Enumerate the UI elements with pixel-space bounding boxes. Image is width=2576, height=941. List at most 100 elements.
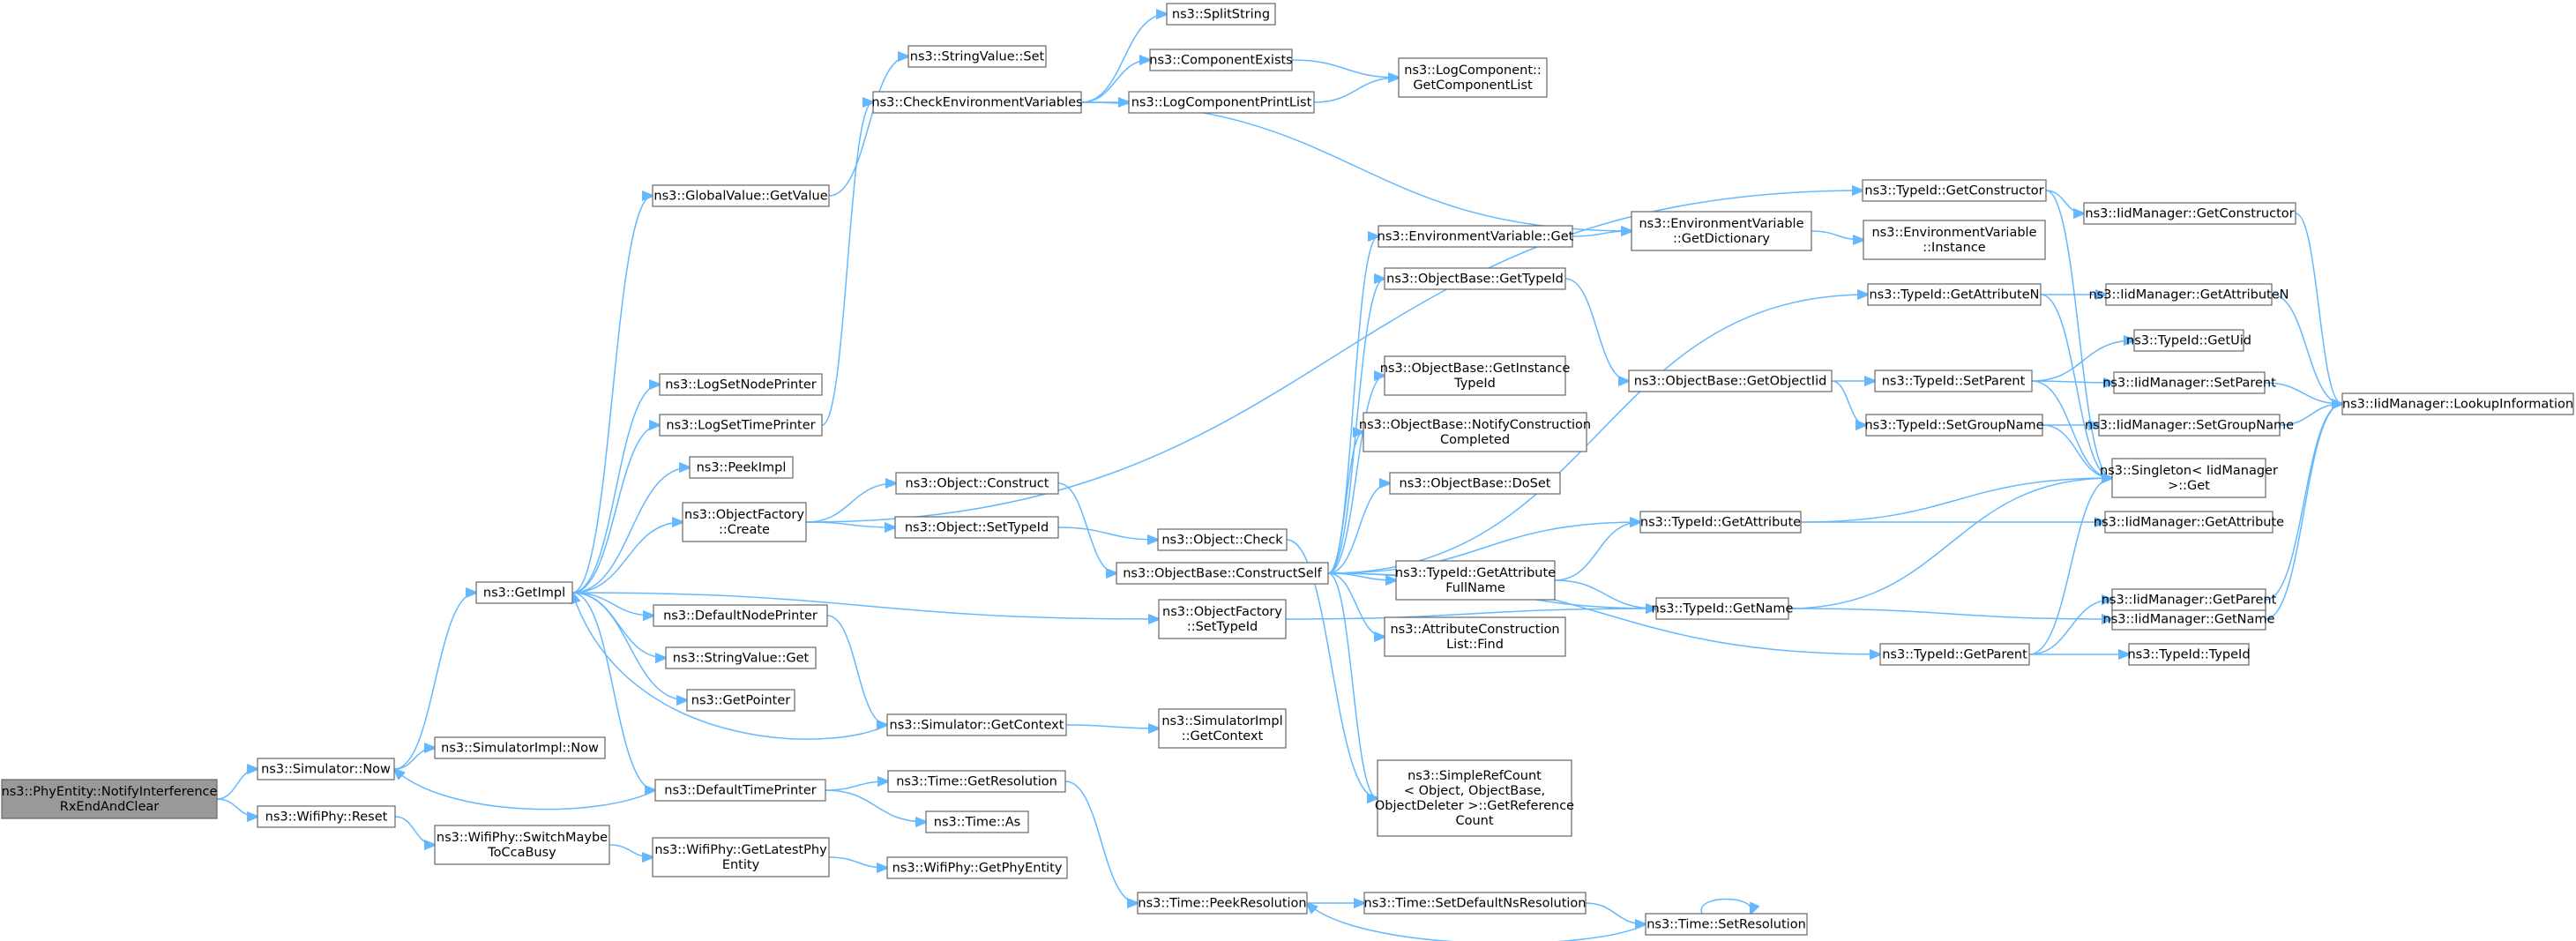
graph-node-n24[interactable]: ns3::SplitString (1166, 3, 1276, 26)
graph-node-n44[interactable]: ns3::TypeId::GetAttribute (1639, 511, 1802, 534)
node-box[interactable] (2098, 414, 2281, 437)
graph-node-n30[interactable]: ns3::SimulatorImpl::GetContext (1158, 708, 1287, 749)
graph-node-n46[interactable]: ns3::Time::SetResolution (1645, 913, 1808, 936)
node-box[interactable] (894, 516, 1059, 539)
node-box[interactable] (1158, 708, 1287, 749)
node-box[interactable] (1116, 562, 1329, 585)
node-box[interactable] (886, 856, 1068, 879)
node-box[interactable] (1158, 599, 1287, 639)
graph-node-n39[interactable]: ns3::SimpleRefCount< Object, ObjectBase,… (1375, 759, 1574, 837)
graph-node-n19[interactable]: ns3::Object::SetTypeId (894, 516, 1059, 539)
node-box[interactable] (689, 456, 794, 479)
graph-node-n43[interactable]: ns3::ObjectBase::GetObjectIid (1628, 370, 1833, 392)
graph-node-n4[interactable]: ns3::SimulatorImpl::Now (434, 736, 606, 759)
graph-node-n20[interactable]: ns3::Simulator::GetContext (886, 713, 1067, 736)
node-box[interactable] (895, 472, 1059, 495)
graph-node-n61[interactable]: ns3::IidManager::GetParent (2102, 588, 2277, 611)
node-box[interactable] (925, 810, 1029, 833)
graph-node-n29[interactable]: ns3::ObjectFactory::SetTypeId (1158, 599, 1287, 639)
node-box[interactable] (1865, 414, 2043, 437)
graph-node-n59[interactable]: ns3::IidManager::GetAttribute (2094, 511, 2284, 534)
graph-node-n13[interactable]: ns3::GetPointer (686, 689, 795, 712)
node-box[interactable] (2128, 643, 2250, 666)
node-box[interactable] (1384, 267, 1566, 290)
node-box[interactable] (682, 502, 807, 542)
graph-node-n8[interactable]: ns3::LogSetTimePrinter (659, 414, 823, 437)
node-box[interactable] (257, 805, 396, 828)
graph-node-n50[interactable]: ns3::TypeId::SetParent (1874, 370, 2033, 392)
node-box[interactable] (1377, 759, 1572, 837)
node-box[interactable] (1645, 913, 1808, 936)
graph-node-n42[interactable]: ns3::EnvironmentVariable::GetDictionary (1631, 211, 1812, 251)
node-box[interactable] (1128, 91, 1315, 114)
node-box[interactable] (1639, 511, 1802, 534)
node-box[interactable] (653, 604, 828, 627)
node-box[interactable] (1867, 283, 2042, 306)
graph-node-n9[interactable]: ns3::PeekImpl (689, 456, 794, 479)
node-box[interactable] (665, 646, 817, 669)
node-box[interactable] (257, 758, 395, 780)
node-box[interactable] (2104, 511, 2274, 534)
node-box[interactable] (1137, 892, 1308, 915)
node-box[interactable] (1363, 412, 1587, 452)
node-box[interactable] (2111, 588, 2266, 611)
graph-node-n10[interactable]: ns3::ObjectFactory::Create (682, 502, 807, 542)
node-box[interactable] (1395, 560, 1556, 601)
graph-node-n35[interactable]: ns3::ObjectBase::NotifyConstructionCompl… (1359, 412, 1591, 452)
graph-node-n60[interactable]: ns3::IidManager::GetName (2103, 608, 2275, 631)
node-box[interactable] (1862, 179, 2047, 202)
graph-node-n16[interactable]: ns3::StringValue::Set (907, 45, 1047, 68)
graph-node-n18[interactable]: ns3::Object::Construct (895, 472, 1059, 495)
node-box[interactable] (652, 184, 830, 207)
node-box[interactable] (1, 779, 218, 819)
node-box[interactable] (2113, 371, 2266, 394)
graph-node-n32[interactable]: ns3::EnvironmentVariable::Get (1378, 225, 1574, 248)
node-box[interactable] (2341, 392, 2574, 415)
graph-node-n36[interactable]: ns3::ObjectBase::DoSet (1389, 472, 1561, 495)
graph-node-n26[interactable]: ns3::LogComponentPrintList (1128, 91, 1315, 114)
graph-node-n48[interactable]: ns3::EnvironmentVariable::Instance (1863, 220, 2046, 260)
graph-node-n47[interactable]: ns3::TypeId::GetConstructor (1862, 179, 2047, 202)
node-box[interactable] (1363, 892, 1587, 915)
node-box[interactable] (475, 581, 573, 604)
graph-node-n27[interactable]: ns3::ObjectBase::ConstructSelf (1116, 562, 1329, 585)
graph-node-n33[interactable]: ns3::ObjectBase::GetTypeId (1384, 267, 1566, 290)
node-box[interactable] (886, 713, 1067, 736)
graph-node-n17[interactable]: ns3::CheckEnvironmentVariables (871, 91, 1083, 114)
node-box[interactable] (654, 779, 826, 802)
graph-node-n2[interactable]: ns3::WifiPhy::Reset (257, 805, 396, 828)
node-box[interactable] (686, 689, 795, 712)
node-box[interactable] (1628, 370, 1833, 392)
graph-node-n57[interactable]: ns3::IidManager::SetGroupName (2085, 414, 2294, 437)
graph-node-n14[interactable]: ns3::DefaultTimePrinter (654, 779, 826, 802)
graph-node-n45[interactable]: ns3::TypeId::GetName (1652, 597, 1794, 620)
node-box[interactable] (1631, 211, 1812, 251)
graph-node-n62[interactable]: ns3::TypeId::TypeId (2127, 643, 2251, 666)
node-box[interactable] (2133, 329, 2244, 352)
node-box[interactable] (659, 414, 823, 437)
graph-node-n1[interactable]: ns3::Simulator::Now (257, 758, 395, 780)
node-box[interactable] (2111, 458, 2266, 498)
node-box[interactable] (1655, 597, 1789, 620)
node-box[interactable] (1378, 225, 1573, 248)
graph-node-n3[interactable]: ns3::GetImpl (475, 581, 573, 604)
node-box[interactable] (872, 91, 1082, 114)
graph-node-n28[interactable]: ns3::Object::Check (1157, 528, 1288, 551)
node-box[interactable] (434, 736, 606, 759)
graph-node-n53[interactable]: ns3::IidManager::GetConstructor (2083, 202, 2296, 225)
graph-node-n51[interactable]: ns3::TypeId::SetGroupName (1864, 414, 2044, 437)
graph-node-n41[interactable]: ns3::LogComponent::GetComponentList (1398, 57, 1548, 98)
graph-node-n6[interactable]: ns3::GlobalValue::GetValue (652, 184, 830, 207)
graph-node-n11[interactable]: ns3::DefaultNodePrinter (653, 604, 828, 627)
node-box[interactable] (2105, 283, 2273, 306)
graph-node-n7[interactable]: ns3::LogSetNodePrinter (659, 373, 823, 396)
node-box[interactable] (907, 45, 1047, 68)
node-box[interactable] (659, 373, 823, 396)
node-box[interactable] (1384, 616, 1566, 657)
graph-node-n0[interactable]: ns3::PhyEntity::NotifyInterferenceRxEndA… (1, 779, 218, 819)
